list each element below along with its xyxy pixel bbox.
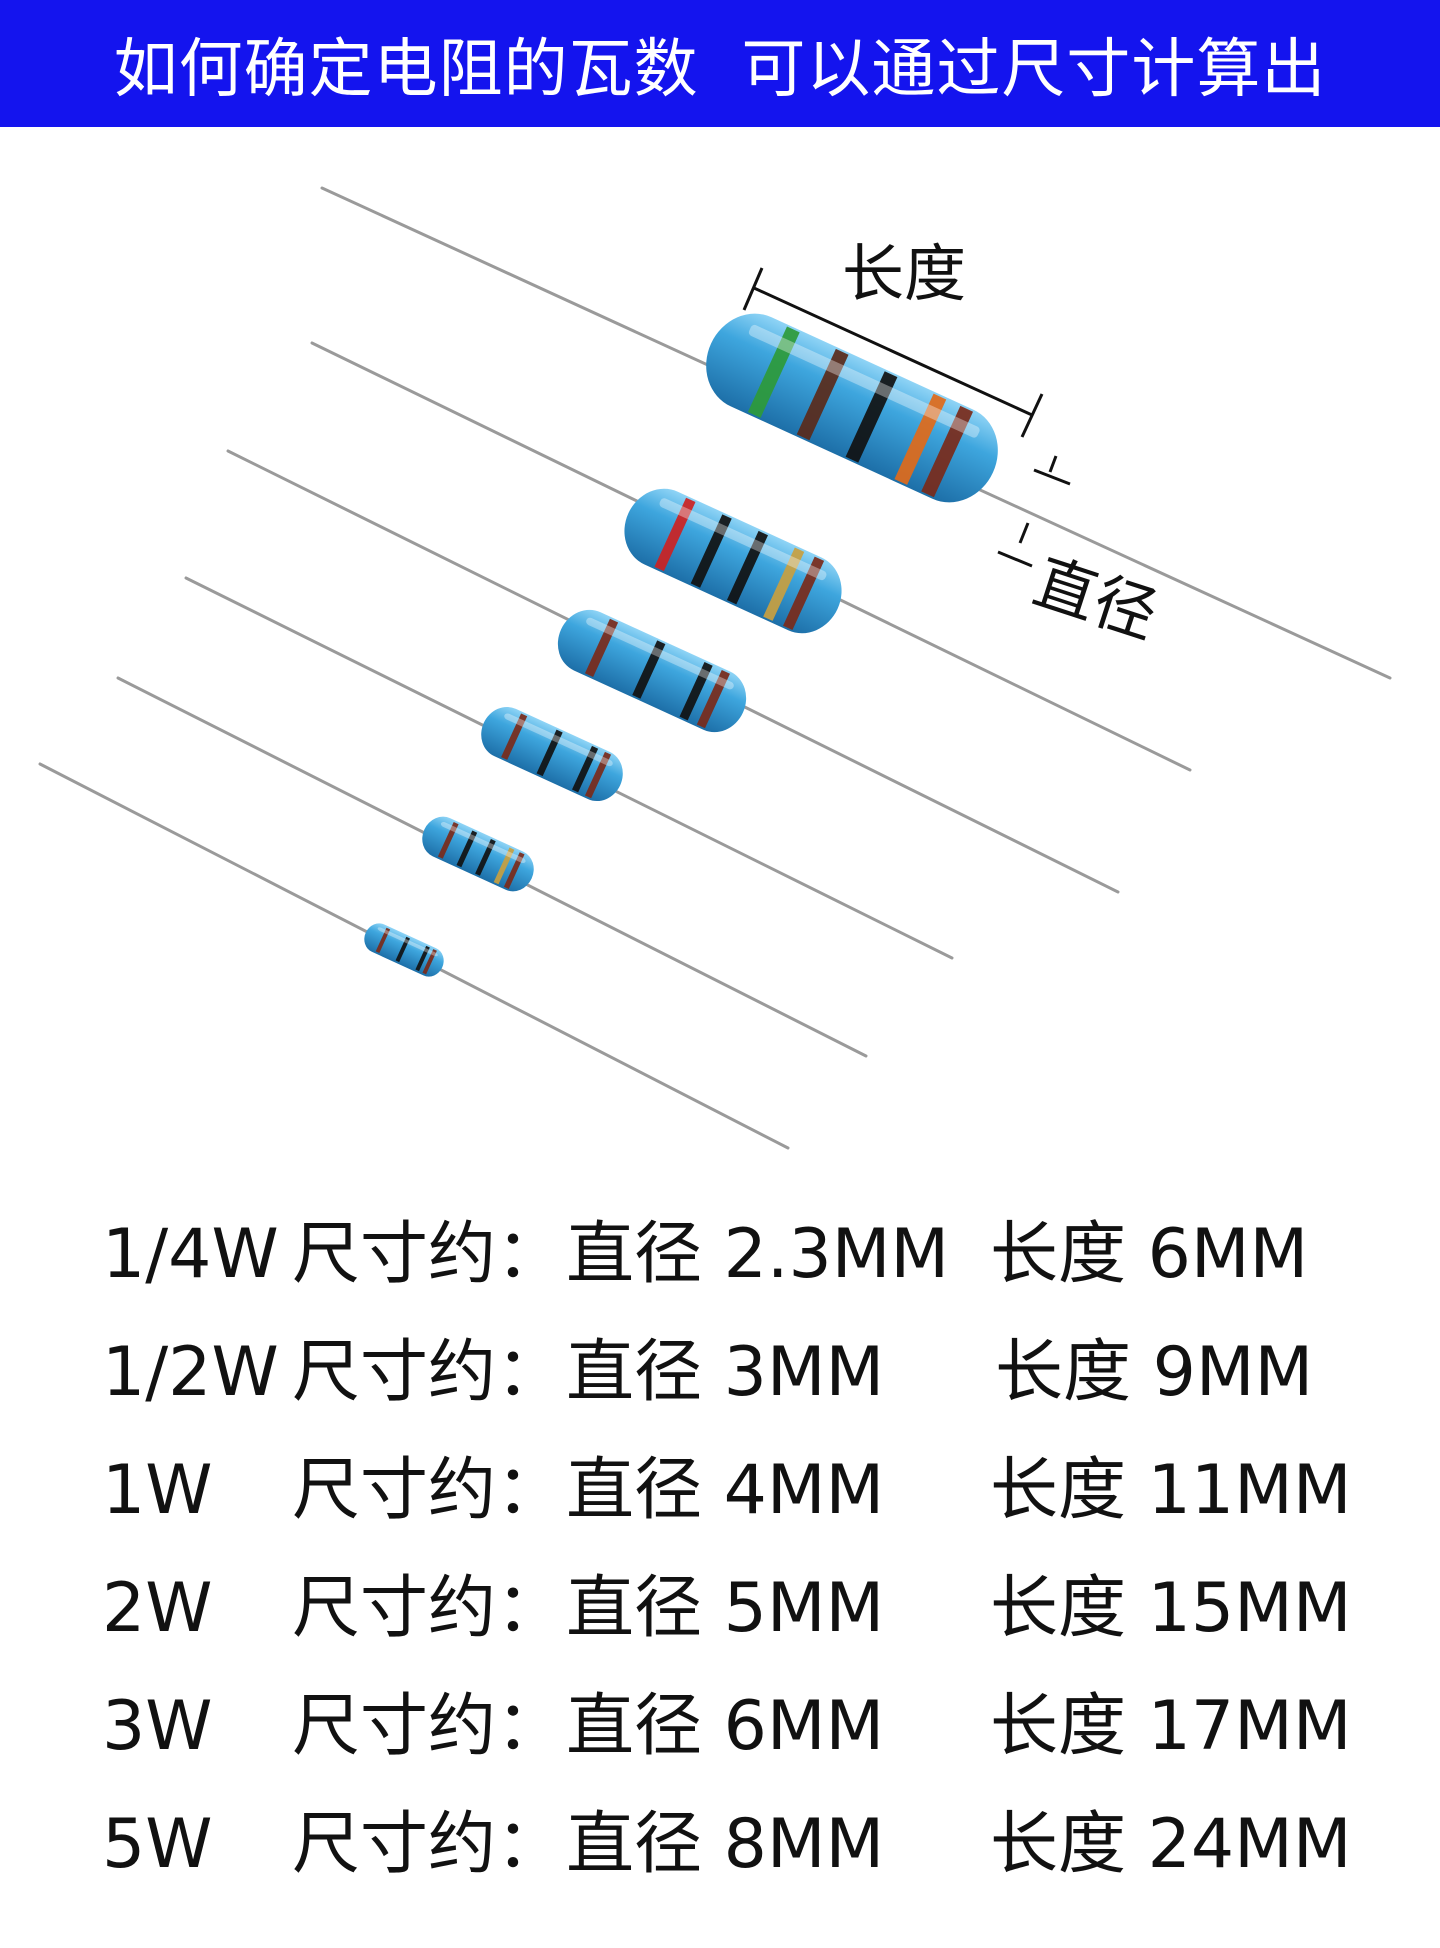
color-band [696, 669, 730, 729]
color-band [415, 945, 430, 972]
spec-row: 3W 尺寸约： 直径 6MM 长度 17MM [0, 1672, 1440, 1782]
length-value: 长度 24MM [990, 1805, 1352, 1884]
length-dimension: 长度 [742, 237, 1044, 438]
watt-value: 1/4W [102, 1215, 279, 1294]
length-value: 长度 9MM [995, 1333, 1314, 1412]
watt-value: 5W [102, 1805, 213, 1884]
color-band [584, 751, 612, 799]
color-band [654, 497, 696, 572]
length-value: 长度 6MM [990, 1215, 1309, 1294]
body-highlight [440, 822, 526, 864]
body-highlight [748, 324, 980, 438]
watt-value: 3W [102, 1687, 213, 1766]
resistor-illustration: 长度 直径 [38, 186, 1392, 1150]
body-highlight [659, 498, 827, 581]
resistor-body [422, 816, 534, 892]
color-band [572, 745, 599, 793]
diameter-value: 直径 8MM [566, 1805, 885, 1884]
color-band [763, 547, 805, 621]
title-banner: 如何确定电阻的瓦数 可以通过尺寸计算出 [0, 0, 1440, 127]
color-band [475, 839, 496, 876]
watt-value: 2W [102, 1569, 213, 1648]
color-band [690, 514, 732, 588]
color-band [536, 729, 563, 777]
diameter-value: 直径 4MM [566, 1451, 885, 1530]
spec-row: 1/2W 尺寸约： 直径 3MM 长度 9MM [0, 1318, 1440, 1428]
color-band [422, 949, 437, 975]
color-band [493, 847, 515, 885]
spec-row: 2W 尺寸约： 直径 5MM 长度 15MM [0, 1554, 1440, 1664]
resistor-body [364, 923, 444, 977]
length-value: 长度 11MM [990, 1451, 1352, 1530]
color-band [501, 713, 528, 760]
spec-row: 1/4W 尺寸约： 直径 2.3MM 长度 6MM [0, 1200, 1440, 1310]
resistor [116, 676, 868, 1058]
color-band [783, 556, 825, 631]
resistor [320, 186, 1392, 680]
size-label: 尺寸约： [292, 1451, 565, 1530]
color-band [894, 393, 947, 485]
diameter-dimension: 直径 [997, 455, 1166, 653]
spec-row: 1W 尺寸约： 直径 4MM 长度 11MM [0, 1436, 1440, 1546]
color-band [796, 348, 849, 441]
spec-row: 5W 尺寸约： 直径 8MM 长度 24MM [0, 1790, 1440, 1900]
banner-title: 如何确定电阻的瓦数 可以通过尺寸计算出 [113, 32, 1327, 107]
resistor [310, 341, 1192, 772]
length-value: 长度 17MM [990, 1687, 1352, 1766]
diameter-value: 直径 5MM [566, 1569, 885, 1648]
color-band [679, 662, 713, 721]
color-band [456, 830, 478, 868]
color-band [437, 821, 459, 859]
size-label: 尺寸约： [292, 1805, 565, 1884]
diameter-value: 直径 6MM [566, 1687, 885, 1766]
diameter-value: 直径 2.3MM [566, 1215, 950, 1294]
color-band [845, 371, 898, 463]
size-label: 尺寸约： [292, 1215, 565, 1294]
resistor [184, 576, 954, 960]
diameter-value: 直径 3MM [566, 1333, 885, 1412]
body-highlight [586, 617, 734, 690]
length-label: 长度 [842, 237, 966, 310]
color-band [921, 405, 974, 498]
size-label: 尺寸约： [292, 1687, 565, 1766]
color-band [375, 927, 391, 953]
resistor-body [624, 488, 842, 634]
body-highlight [377, 927, 438, 957]
length-value: 长度 15MM [990, 1569, 1352, 1648]
color-band [632, 640, 666, 699]
resistor [226, 449, 1120, 894]
resistor-body [557, 609, 747, 733]
color-band [726, 530, 768, 605]
resistor [38, 762, 790, 1150]
watt-value: 1/2W [102, 1333, 279, 1412]
watt-value: 1W [102, 1451, 213, 1530]
size-label: 尺寸约： [292, 1569, 565, 1648]
resistor-body [481, 706, 623, 802]
color-band [395, 936, 410, 963]
size-label: 尺寸约： [292, 1333, 565, 1412]
color-band [747, 326, 800, 418]
color-band [503, 852, 525, 889]
resistor-body [706, 313, 998, 503]
color-band [584, 618, 619, 678]
body-highlight [504, 713, 613, 767]
diameter-label: 直径 [1025, 545, 1166, 653]
